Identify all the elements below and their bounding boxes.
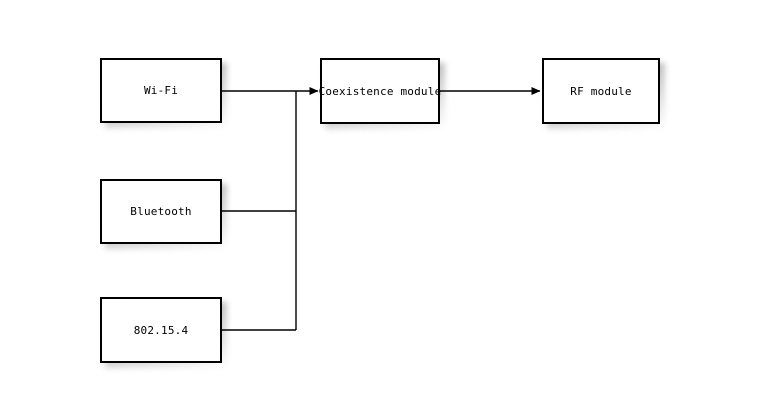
node-bluetooth[interactable]: Bluetooth [100,179,222,244]
node-bluetooth-label: Bluetooth [130,205,192,218]
node-coexistence-module-label: Coexistence module [318,84,442,98]
node-rf-module[interactable]: RF module [542,58,660,124]
node-802-15-4[interactable]: 802.15.4 [100,297,222,363]
node-802-15-4-label: 802.15.4 [133,323,189,337]
node-wifi[interactable]: Wi-Fi [100,58,222,123]
node-wifi-label: Wi-Fi [143,84,179,97]
node-coexistence-module[interactable]: Coexistence module [318,58,442,124]
node-rf-module-label: RF module [570,84,632,98]
